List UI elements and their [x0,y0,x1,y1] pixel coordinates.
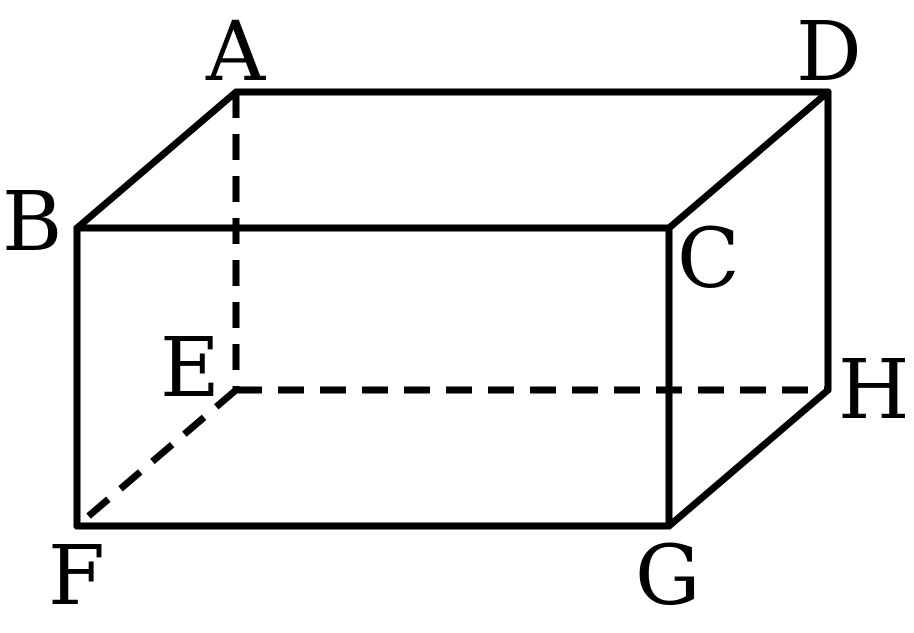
vertex-label-f: F [48,529,105,624]
edge-ef [74,387,239,529]
edge-ab [73,88,240,232]
edge-gh [665,386,832,530]
vertex-label-g: G [635,529,701,624]
edge-cd [665,88,832,232]
vertex-label-a: A [205,5,267,100]
vertex-label-c: C [677,212,740,307]
vertex-label-e: E [160,321,220,416]
vertex-label-b: B [2,175,62,270]
vertex-label-d: D [796,5,862,100]
vertex-label-h: H [838,343,910,438]
